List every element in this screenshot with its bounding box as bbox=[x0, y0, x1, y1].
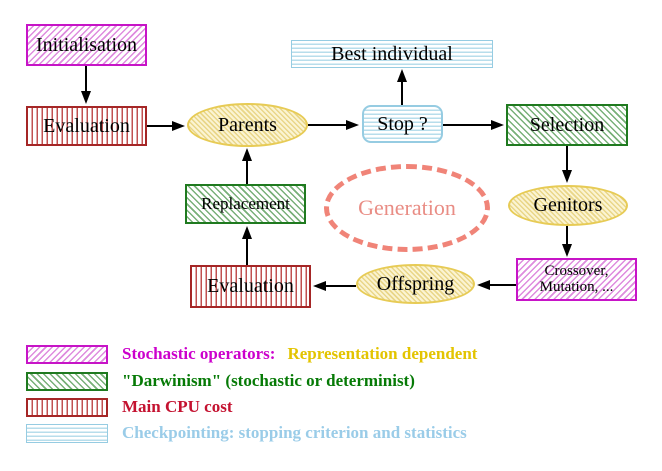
node-evaluation-top: Evaluation bbox=[26, 106, 147, 146]
node-selection: Selection bbox=[506, 104, 628, 146]
legend-label-darwinism: "Darwinism" (stochastic or determinist) bbox=[122, 371, 415, 390]
arrowhead-selection-to-genitors bbox=[562, 170, 572, 183]
arrow-evaluation-to-parents bbox=[147, 125, 181, 127]
node-evaluation-bottom: Evaluation bbox=[190, 265, 311, 308]
node-best-individual: Best individual bbox=[291, 40, 493, 68]
arrowhead-evaluation-to-replacement bbox=[242, 226, 252, 239]
arrowhead-stop-to-best bbox=[397, 69, 407, 82]
arrowhead-replacement-to-parents bbox=[242, 148, 252, 161]
legend-swatch-checkpointing bbox=[26, 424, 108, 443]
legend-swatch-darwinism bbox=[26, 372, 108, 391]
arrowhead-crossover-to-offspring bbox=[477, 280, 490, 290]
arrow-parents-to-stop bbox=[308, 124, 348, 126]
arrow-offspring-to-evaluation bbox=[325, 285, 356, 287]
arrowhead-parents-to-stop bbox=[346, 120, 359, 130]
node-generation: Generation bbox=[324, 164, 490, 252]
legend-swatch-cpu bbox=[26, 398, 108, 417]
arrowhead-init-to-evaluation bbox=[81, 91, 91, 104]
crossover-line2: Mutation, ... bbox=[539, 278, 614, 295]
node-crossover-mutation: Crossover, Mutation, ... bbox=[516, 258, 637, 301]
arrow-stop-to-best bbox=[401, 72, 403, 105]
legend-label-representation: Representation dependent bbox=[287, 344, 478, 363]
arrow-crossover-to-offspring bbox=[488, 284, 516, 286]
legend-label-cpu: Main CPU cost bbox=[122, 397, 233, 416]
legend-label-stochastic: Stochastic operators: Representation depe… bbox=[122, 344, 477, 364]
node-stop: Stop ? bbox=[362, 105, 443, 143]
arrowhead-genitors-to-crossover bbox=[562, 244, 572, 257]
arrowhead-evaluation-to-parents bbox=[172, 121, 185, 131]
arrow-init-to-evaluation bbox=[85, 66, 87, 93]
arrowhead-offspring-to-evaluation bbox=[313, 281, 326, 291]
crossover-line1: Crossover, bbox=[544, 262, 609, 279]
legend-swatch-stochastic bbox=[26, 345, 108, 364]
node-offspring: Offspring bbox=[356, 264, 475, 304]
node-replacement: Replacement bbox=[185, 184, 306, 224]
arrow-replacement-to-parents bbox=[246, 151, 248, 184]
arrow-selection-to-genitors bbox=[566, 146, 568, 172]
arrow-evaluation-to-replacement bbox=[246, 229, 248, 265]
legend-label-stochastic-main: Stochastic operators: bbox=[122, 344, 276, 363]
arrow-stop-to-selection bbox=[443, 124, 493, 126]
node-parents: Parents bbox=[187, 103, 308, 147]
arrowhead-stop-to-selection bbox=[491, 120, 504, 130]
node-genitors: Genitors bbox=[508, 185, 628, 226]
legend-label-checkpointing: Checkpointing: stopping criterion and st… bbox=[122, 423, 467, 442]
node-initialisation: Initialisation bbox=[26, 24, 147, 66]
arrow-genitors-to-crossover bbox=[566, 226, 568, 246]
